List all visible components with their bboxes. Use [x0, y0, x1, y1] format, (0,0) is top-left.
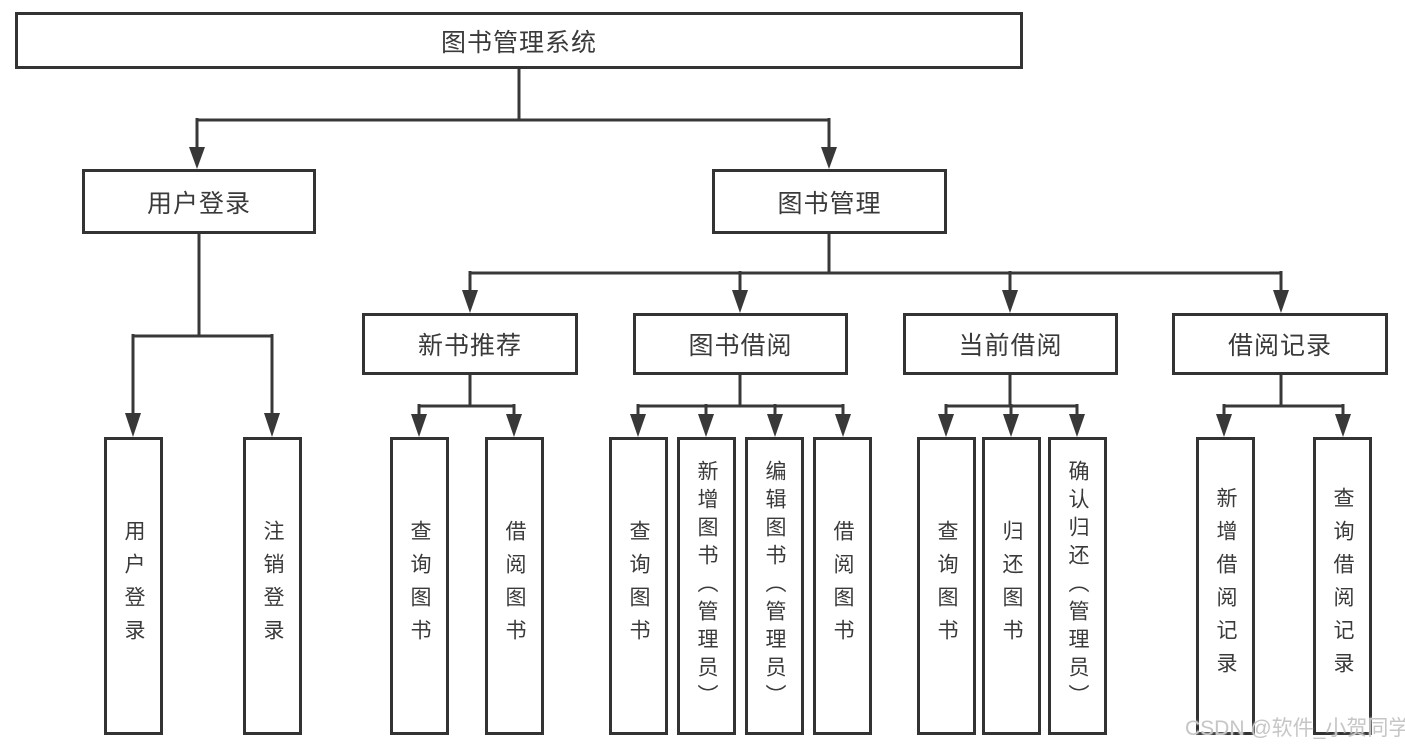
leaf-query-borrow-record: 查询借阅记录: [1313, 437, 1372, 735]
leaf-return-books-label: 归还图书: [1000, 520, 1023, 652]
leaf-recommend-query-books-label: 查询图书: [408, 520, 431, 652]
watermark: CSDN @软件_小贺同学: [1185, 717, 1405, 740]
node-borrow-records-label: 借阅记录: [1227, 332, 1332, 360]
node-user-login-label: 用户登录: [146, 189, 251, 218]
node-book-borrow: 图书借阅: [633, 313, 848, 375]
leaf-add-books-admin-label: 新增图书（管理员）: [695, 460, 718, 712]
node-root: 图书管理系统: [15, 12, 1023, 69]
leaf-add-borrow-record: 新增借阅记录: [1196, 437, 1255, 735]
leaf-recommend-query-books: 查询图书: [390, 437, 449, 735]
node-new-book-recommend: 新书推荐: [362, 313, 578, 375]
leaf-query-borrow-record-label: 查询借阅记录: [1331, 487, 1354, 685]
node-book-management: 图书管理: [712, 169, 947, 234]
leaf-recommend-borrow-books: 借阅图书: [485, 437, 544, 735]
node-root-label: 图书管理系统: [440, 28, 597, 57]
leaf-borrow-query-books: 查询图书: [609, 437, 668, 735]
leaf-edit-books-admin: 编辑图书（管理员）: [745, 437, 804, 735]
leaf-return-books: 归还图书: [982, 437, 1041, 735]
leaf-logout: 注销登录: [243, 437, 302, 735]
leaf-recommend-borrow-books-label: 借阅图书: [503, 520, 526, 652]
leaf-borrow-query-books-label: 查询图书: [627, 520, 650, 652]
leaf-user-login: 用户登录: [104, 437, 163, 735]
leaf-add-borrow-record-label: 新增借阅记录: [1214, 487, 1237, 685]
leaf-borrow-books-label: 借阅图书: [831, 520, 854, 652]
node-current-borrow-label: 当前借阅: [958, 332, 1063, 360]
node-book-management-label: 图书管理: [777, 189, 882, 218]
leaf-user-login-label: 用户登录: [122, 520, 145, 652]
leaf-logout-label: 注销登录: [261, 520, 284, 652]
leaf-confirm-return-admin: 确认归还（管理员）: [1048, 437, 1107, 735]
node-book-borrow-label: 图书借阅: [688, 332, 793, 360]
leaf-confirm-return-admin-label: 确认归还（管理员）: [1066, 460, 1089, 712]
leaf-borrow-books: 借阅图书: [813, 437, 872, 735]
node-current-borrow: 当前借阅: [903, 313, 1118, 375]
node-user-login: 用户登录: [82, 169, 316, 234]
node-new-book-recommend-label: 新书推荐: [417, 332, 522, 360]
node-borrow-records: 借阅记录: [1172, 313, 1388, 375]
leaf-current-query-books-label: 查询图书: [935, 520, 958, 652]
leaf-add-books-admin: 新增图书（管理员）: [677, 437, 736, 735]
leaf-edit-books-admin-label: 编辑图书（管理员）: [763, 460, 786, 712]
leaf-current-query-books: 查询图书: [917, 437, 976, 735]
